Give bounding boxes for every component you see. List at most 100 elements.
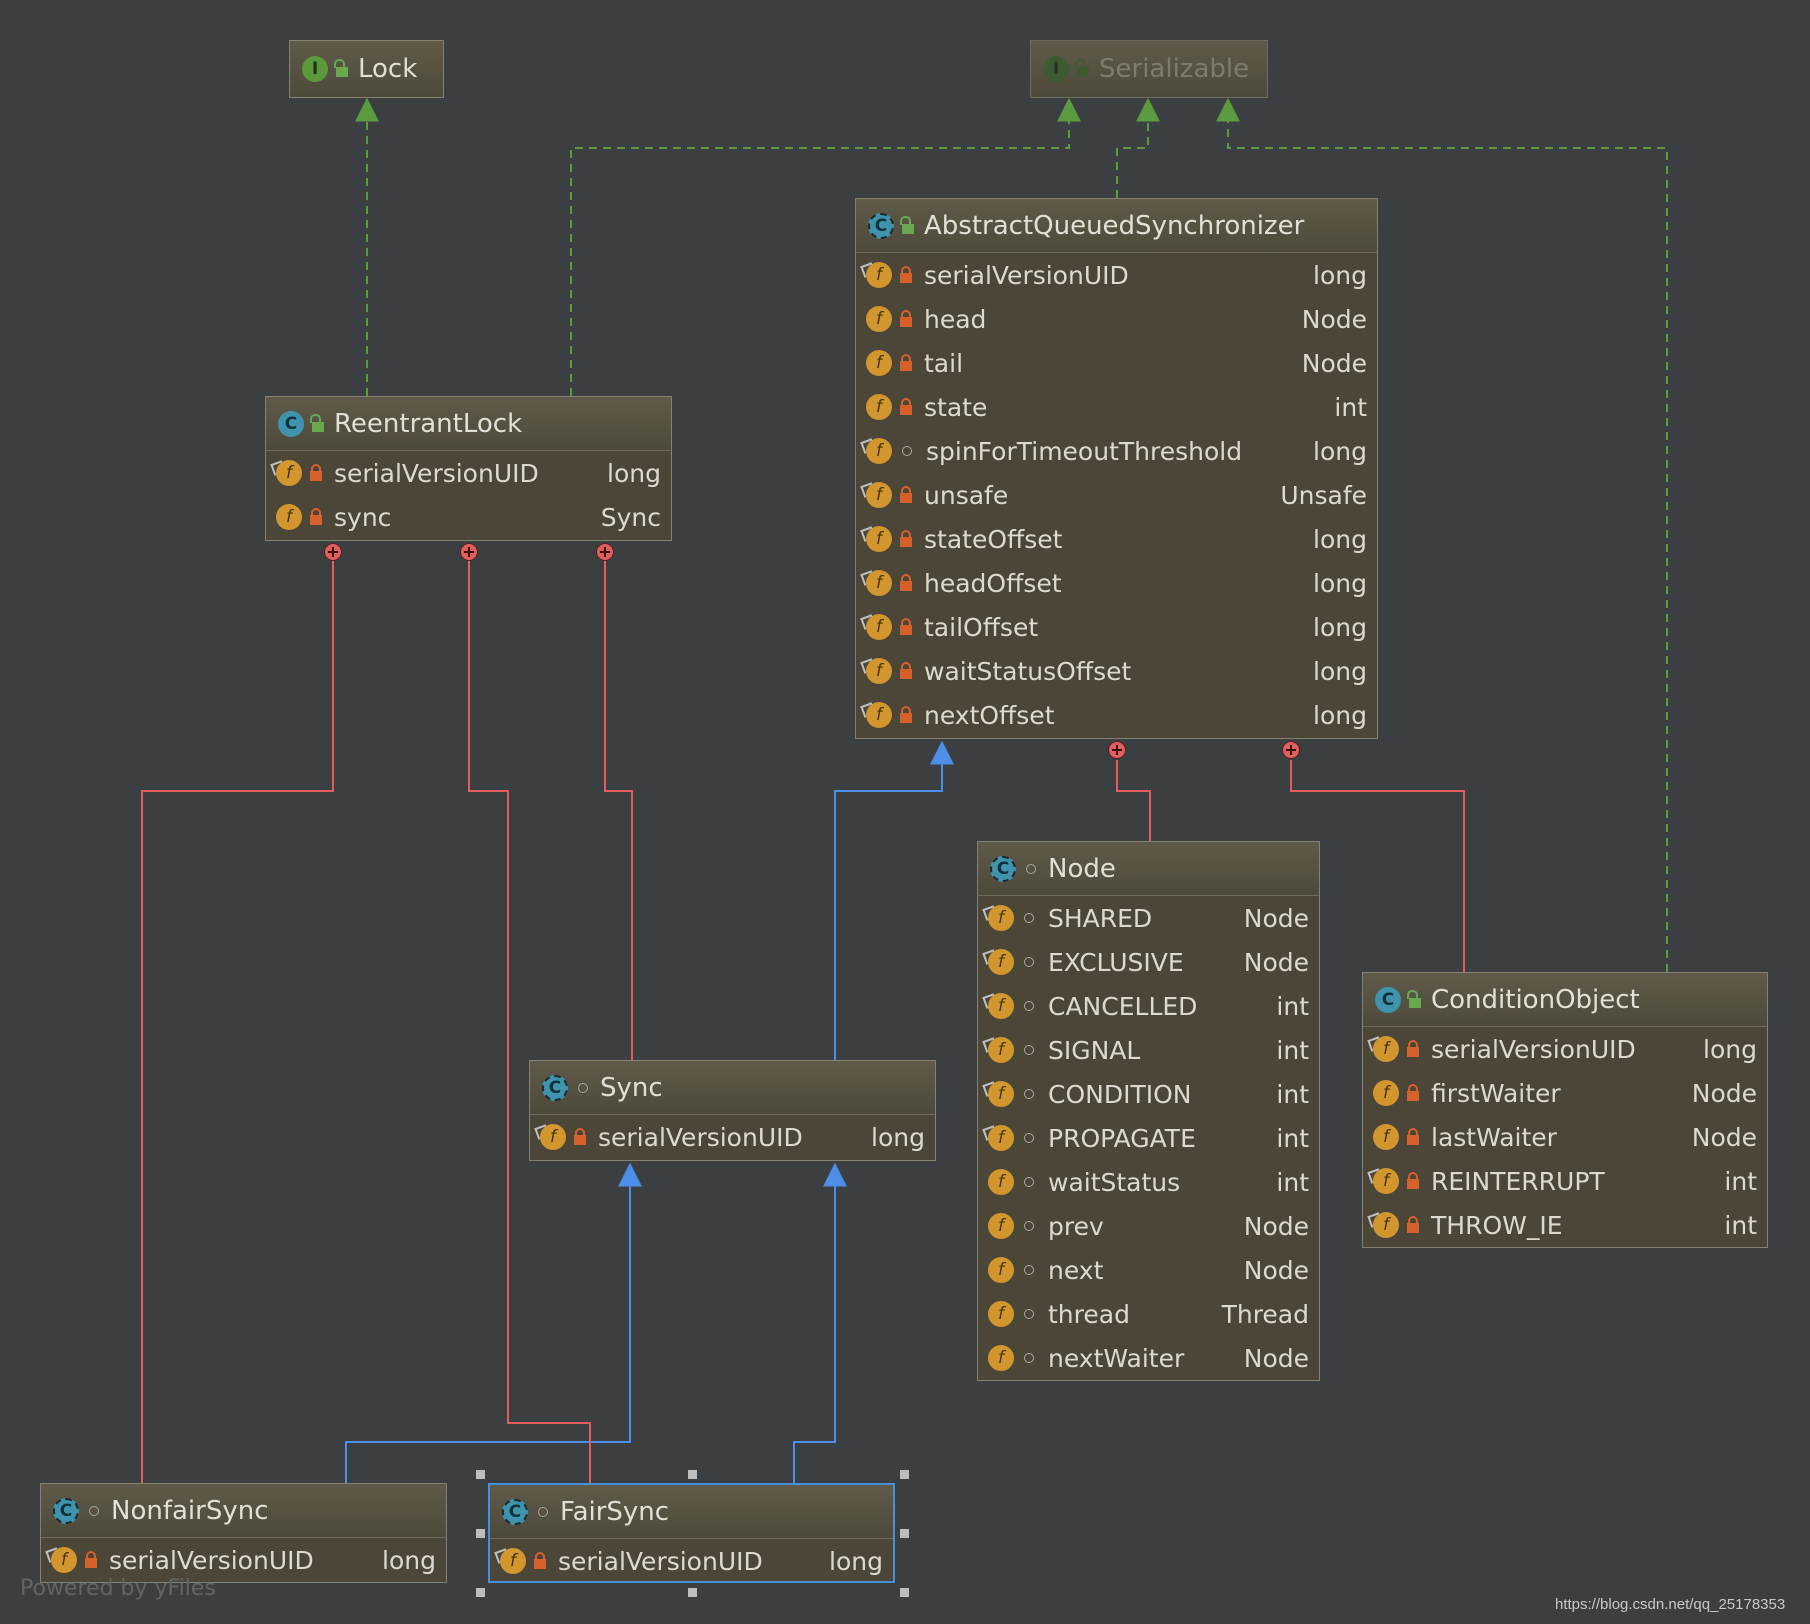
private-visibility-icon: [900, 574, 912, 591]
field-icon: f: [866, 614, 892, 640]
inner-class-connector-icon[interactable]: [596, 543, 614, 561]
resize-handle-bottom-left[interactable]: [476, 1588, 485, 1597]
private-visibility-icon: [900, 266, 912, 283]
resize-handle-top[interactable]: [688, 1470, 697, 1479]
field-type: long: [1313, 700, 1367, 730]
class-icon: C: [53, 1497, 79, 1524]
private-visibility-icon: [1407, 1128, 1419, 1145]
package-visibility-icon: [1024, 913, 1034, 923]
field-name: spinForTimeoutThreshold: [926, 436, 1243, 466]
field-icon: f: [988, 1257, 1014, 1283]
field-name: prev: [1048, 1211, 1104, 1241]
resize-handle-top-right[interactable]: [900, 1470, 909, 1479]
field-type: long: [382, 1545, 436, 1575]
inner-class-connector-icon[interactable]: [1282, 741, 1300, 759]
field-type: int: [1724, 1210, 1757, 1240]
inner-class-connector-icon[interactable]: [1108, 741, 1126, 759]
field-type: Node: [1243, 1255, 1309, 1285]
field-type: long: [871, 1122, 925, 1152]
package-visibility-icon: [1024, 1045, 1034, 1055]
field-icon: f: [988, 1169, 1014, 1195]
abstract-class-icon: C: [542, 1074, 568, 1101]
field-icon: f: [988, 905, 1014, 931]
resize-handle-bottom-right[interactable]: [900, 1588, 909, 1597]
field-name: nextWaiter: [1048, 1343, 1185, 1373]
resize-handle-left[interactable]: [476, 1529, 485, 1538]
field-icon: f: [866, 526, 892, 552]
field-name: headOffset: [924, 568, 1062, 598]
field-icon: f: [1373, 1036, 1399, 1062]
resize-handle-bottom[interactable]: [688, 1588, 697, 1597]
field-type: long: [1703, 1034, 1757, 1064]
resize-handle-top-left[interactable]: [476, 1470, 485, 1479]
package-visibility-icon: [1024, 1221, 1034, 1231]
field-icon: f: [988, 1125, 1014, 1151]
private-visibility-icon: [1407, 1172, 1419, 1189]
private-visibility-icon: [310, 508, 322, 525]
inner-class-connector-icon[interactable]: [324, 543, 342, 561]
private-visibility-icon: [534, 1552, 546, 1569]
interface-icon: I: [302, 56, 328, 82]
edge-aqs-implements-serializable: [1116, 97, 1160, 198]
field-type: long: [1313, 656, 1367, 686]
field-name: EXCLUSIVE: [1048, 947, 1184, 977]
field-name: nextOffset: [924, 700, 1055, 730]
package-visibility-icon: [1026, 863, 1036, 874]
field-name: PROPAGATE: [1048, 1123, 1196, 1153]
inner-class-connector-icon[interactable]: [460, 543, 478, 561]
class-node-lock[interactable]: I Lock: [289, 40, 444, 98]
resize-handle-right[interactable]: [900, 1529, 909, 1538]
edge-reentrantlock-inner-fairsync: [468, 561, 591, 1483]
private-visibility-icon: [900, 662, 912, 679]
class-node-serializable[interactable]: I Serializable: [1030, 40, 1268, 98]
field-icon: f: [1373, 1080, 1399, 1106]
class-icon: C: [502, 1498, 528, 1525]
private-visibility-icon: [574, 1128, 586, 1145]
field-type: Node: [1243, 1343, 1309, 1373]
field-type: Node: [1691, 1078, 1757, 1108]
powered-by-label: Powered by yFiles: [20, 1576, 216, 1601]
